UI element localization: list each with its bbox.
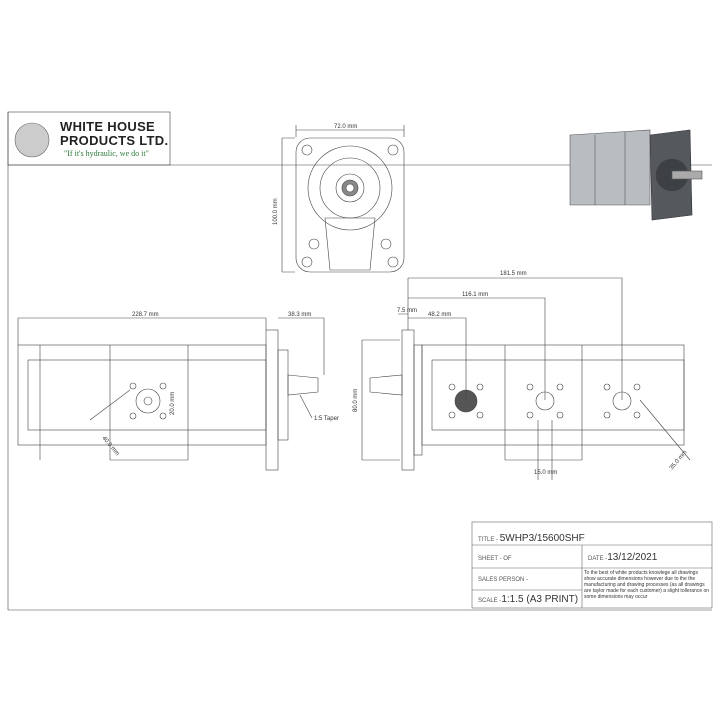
dim-port-small: 20.0 mm — [170, 392, 176, 415]
title-value: 5WHP3/15600SHF — [499, 533, 585, 544]
logo-tagline: "If it's hydraulic, we do it" — [64, 149, 149, 158]
title-label: TITLE - — [478, 537, 499, 543]
sales-person-label: SALES PERSON - — [478, 577, 529, 583]
scale-field: SCALE -1:1.5 (A3 PRINT) — [478, 594, 578, 605]
date-label: DATE - — [588, 556, 608, 562]
dim-body-height: 80.0 mm — [353, 389, 359, 412]
dim-first-port: 48.2 mm — [428, 312, 451, 318]
dim-taper: 1:5 Taper — [314, 416, 339, 422]
side-view-right — [361, 277, 691, 480]
scale-label: SCALE - — [478, 598, 502, 604]
dim-flange-width: 72.0 mm — [334, 124, 357, 130]
logo-line1: WHITE HOUSE — [60, 119, 156, 134]
logo-line2: PRODUCTS LTD. — [60, 133, 169, 148]
disclaimer: To the best of white products knowlege a… — [584, 570, 710, 600]
dim-overall-right: 181.5 mm — [500, 271, 527, 277]
side-view-left — [17, 317, 325, 471]
dim-port-diag-right: 35.0 mm — [669, 450, 689, 472]
dim-flange-height: 100.0 mm — [273, 198, 279, 225]
pump-3d-render — [569, 129, 703, 221]
logo-box — [7, 111, 171, 166]
sheet-label: SHEET - OF — [478, 556, 512, 562]
title-field: TITLE - 5WHP3/15600SHF — [478, 533, 585, 544]
date-value: 13/12/2021 — [607, 552, 658, 563]
dim-mid-right: 116.1 mm — [462, 292, 488, 298]
dim-flange-thickness: 7.5 mm — [397, 308, 417, 314]
front-view — [281, 125, 405, 273]
scale-value: 1:1.5 (A3 PRINT) — [501, 594, 579, 605]
title-block-frame — [471, 521, 713, 609]
dim-shaft-length: 38.3 mm — [288, 312, 311, 318]
dim-overall-left: 228.7 mm — [132, 312, 159, 318]
date-field: DATE -13/12/2021 — [588, 552, 657, 563]
dim-port-spacing: 15.0 mm — [534, 470, 557, 476]
logo-seal-icon — [14, 122, 50, 158]
